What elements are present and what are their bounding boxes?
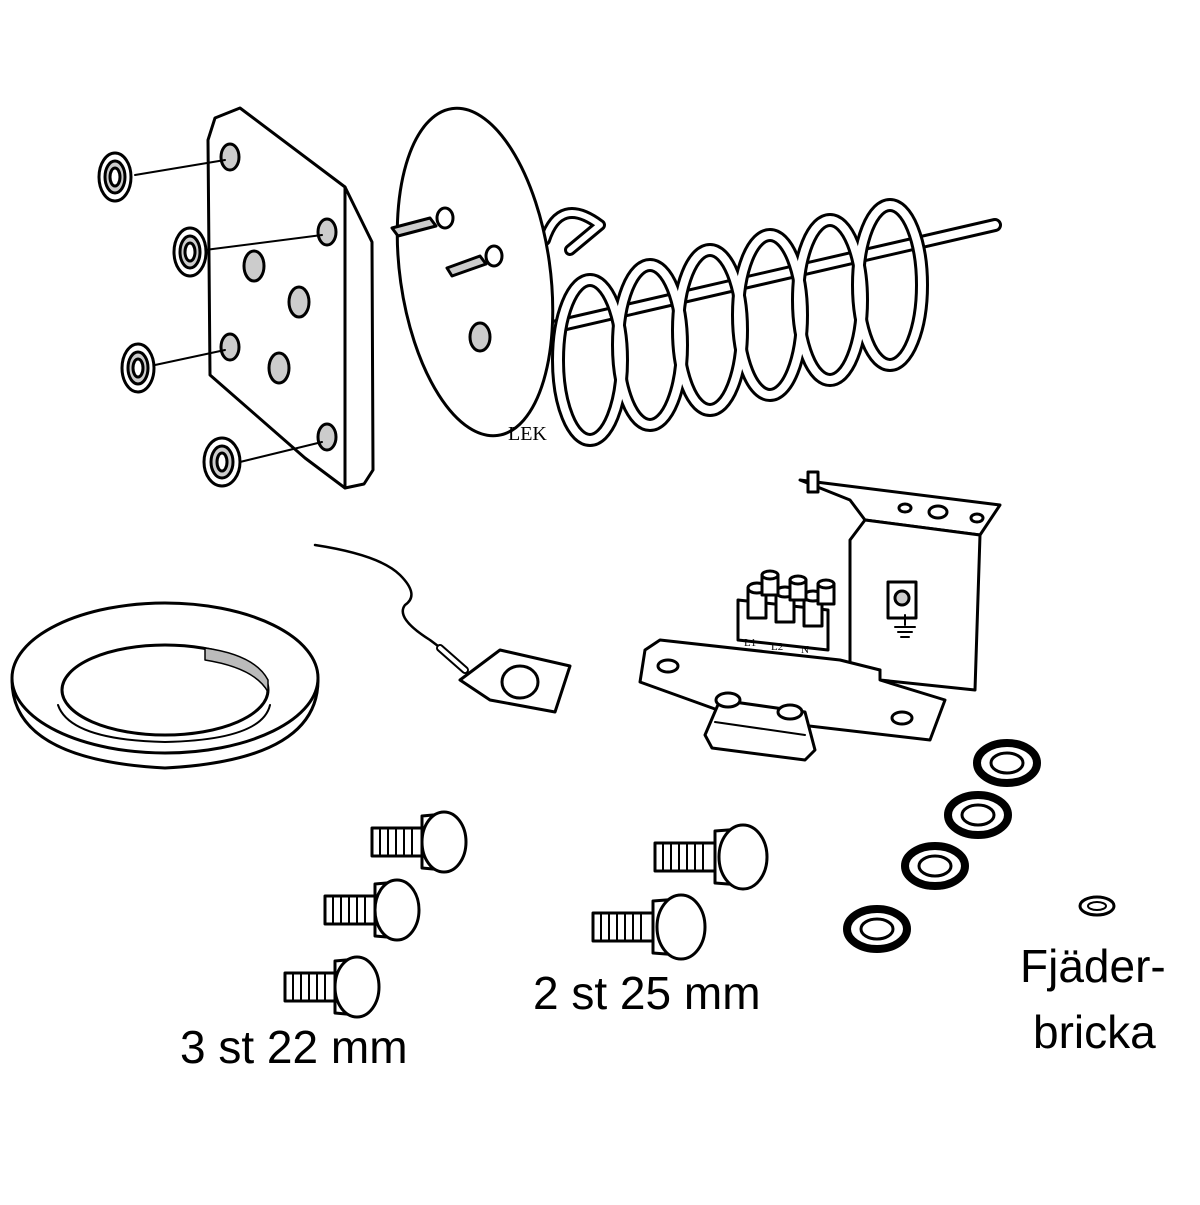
bolts-25mm <box>591 823 769 961</box>
gasket-ring <box>10 601 320 770</box>
heating-element: LEK <box>390 106 1002 447</box>
temperature-sensor <box>313 543 572 714</box>
bolts-22mm <box>283 810 468 1019</box>
terminal-label-l2: L2 <box>771 641 783 653</box>
element-marking: LEK <box>508 423 547 445</box>
label-bolts-25mm: 2 st 25 mm <box>533 967 761 1019</box>
grommets <box>97 151 242 488</box>
terminal-label-l1: L1 <box>744 637 756 649</box>
spring-washer <box>1078 895 1116 917</box>
label-spring-washer-line1: Fjäder- <box>1020 940 1166 992</box>
label-bolts-22mm: 3 st 22 mm <box>180 1021 408 1073</box>
terminal-bracket: L1 L2 N <box>638 470 1002 762</box>
label-spring-washer-line2: bricka <box>1033 1006 1156 1058</box>
terminal-label-n: N <box>801 644 809 656</box>
flange-plate <box>134 106 375 490</box>
washers <box>843 739 1041 953</box>
